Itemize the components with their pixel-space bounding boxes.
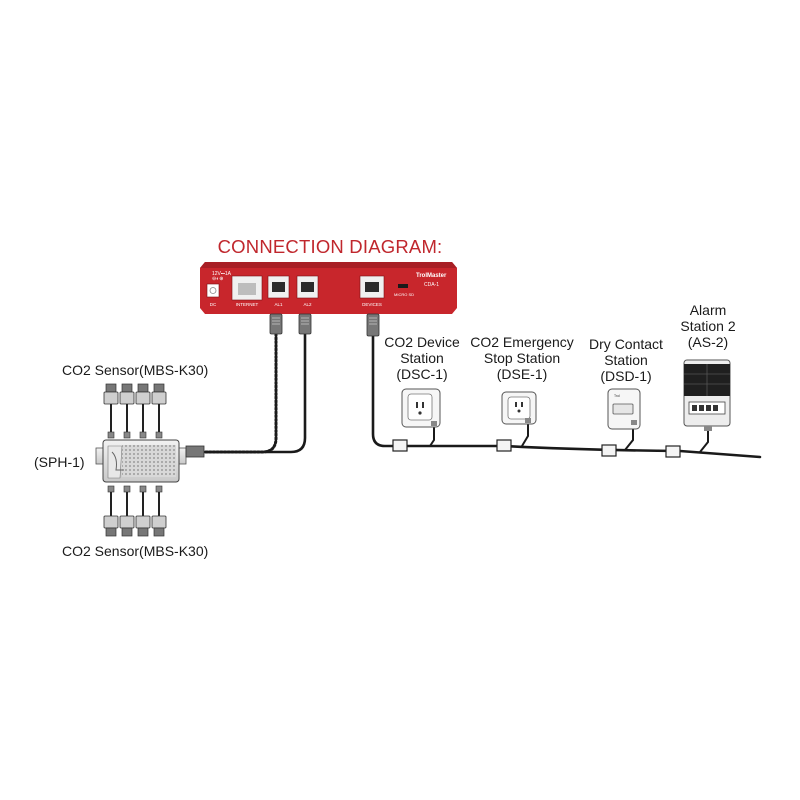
alarm-station-as-2 bbox=[683, 359, 731, 431]
sensor-hub-label: (SPH-1) bbox=[34, 454, 85, 470]
dsd-brand-mark: Trol bbox=[614, 394, 620, 398]
devices-port-label: DEVICES bbox=[362, 302, 382, 307]
rj-socket-icon bbox=[301, 282, 314, 292]
splitter-as2 bbox=[665, 445, 681, 458]
outlet-socket-icon bbox=[515, 402, 517, 407]
station-label-line: Stop Station bbox=[483, 350, 561, 366]
dse-drop-cable bbox=[521, 423, 529, 447]
rj-plug-devices bbox=[366, 313, 380, 337]
as2-drop-cable bbox=[699, 427, 709, 453]
dc-port-label: DC bbox=[210, 302, 217, 307]
co2-sensor-top-label: CO2 Sensor(MBS-K30) bbox=[62, 362, 209, 378]
station-label-line: Alarm bbox=[689, 302, 727, 318]
rj-socket-icon bbox=[365, 282, 379, 292]
splitter-dsc bbox=[392, 439, 408, 452]
station-label-as-2: Alarm Station 2 (AS-2) bbox=[668, 302, 748, 350]
outlet-socket-icon bbox=[416, 402, 418, 408]
co2-sensor-bottom-label: CO2 Sensor(MBS-K30) bbox=[62, 543, 209, 559]
co2-sensor-icon bbox=[103, 485, 119, 537]
diagram-title: CONNECTION DIAGRAM: bbox=[217, 236, 443, 257]
hub-logo-icon bbox=[111, 451, 124, 471]
station-label-line: (DSC-1) bbox=[396, 366, 448, 382]
station-label-dsc-1: CO2 Device Station (DSC-1) bbox=[372, 334, 472, 382]
hub-vent-grille bbox=[122, 445, 176, 477]
dc-jack-icon bbox=[209, 287, 217, 294]
power-rating-label: 12V⎓1A bbox=[212, 271, 232, 277]
station-label-dse-1: CO2 Emergency Stop Station (DSE-1) bbox=[464, 334, 580, 382]
dry-contact-station-dsd-1: Trol bbox=[607, 388, 641, 430]
brand-logo: TrolMaster bbox=[416, 273, 447, 279]
sensor-hub-sph-1 bbox=[95, 439, 205, 483]
rj-socket-icon bbox=[272, 282, 285, 292]
bus-splitters bbox=[392, 439, 681, 458]
station-label-line: (DSE-1) bbox=[496, 366, 548, 382]
co2-emergency-stop-station-dse-1 bbox=[501, 391, 537, 425]
co2-sensor-icon bbox=[103, 383, 119, 439]
station-label-line: Station bbox=[400, 350, 444, 366]
dc-jack bbox=[206, 283, 220, 298]
al1-cable bbox=[203, 332, 278, 454]
station-label-line: Dry Contact bbox=[589, 336, 663, 352]
station-label-line: (AS-2) bbox=[687, 334, 729, 350]
ethernet-socket-icon bbox=[238, 283, 256, 295]
splitter-dsd bbox=[601, 444, 617, 457]
station-label-line: CO2 Device bbox=[384, 334, 460, 350]
station-label-dsd-1: Dry Contact Station (DSD-1) bbox=[578, 336, 674, 384]
co2-device-station-dsc-1 bbox=[401, 388, 441, 428]
dsd-drop-cable bbox=[624, 427, 634, 451]
dsc-drop-cable bbox=[429, 427, 435, 447]
rj-plug-al1 bbox=[269, 313, 283, 335]
station-label-line: CO2 Emergency bbox=[470, 334, 574, 350]
station-label-line: (DSD-1) bbox=[600, 368, 652, 384]
co2-sensors-top bbox=[103, 383, 167, 439]
dsd-button-icon bbox=[612, 403, 634, 415]
co2-sensor-icon bbox=[135, 485, 151, 537]
co2-sensor-icon bbox=[151, 383, 167, 439]
hub-output-plug bbox=[185, 445, 205, 458]
micro-sd-slot bbox=[398, 284, 408, 288]
station-label-line: Station bbox=[604, 352, 648, 368]
internet-port-label: INTERNET bbox=[236, 302, 259, 307]
rj-plug-al2 bbox=[298, 313, 312, 335]
co2-sensor-icon bbox=[119, 485, 135, 537]
al1-port-label: AL1 bbox=[274, 302, 283, 307]
co2-sensors-bottom bbox=[103, 485, 167, 537]
al2-port-label: AL2 bbox=[303, 302, 312, 307]
model-label: CDA-1 bbox=[424, 282, 439, 288]
controller-cda-1: 12V⎓1A ⊖◐⊕ DC INTERNET AL1 AL2 DEVICES bbox=[200, 262, 457, 314]
cables bbox=[203, 332, 762, 459]
co2-sensor-icon bbox=[119, 383, 135, 439]
micro-sd-label: MICRO SD bbox=[394, 292, 414, 297]
co2-sensor-icon bbox=[135, 383, 151, 439]
al2-cable bbox=[203, 332, 307, 454]
devices-bus-cable bbox=[371, 334, 762, 459]
co2-sensor-icon bbox=[151, 485, 167, 537]
splitter-dse bbox=[496, 439, 512, 452]
station-label-line: Station 2 bbox=[680, 318, 736, 334]
polarity-symbol: ⊖◐⊕ bbox=[212, 276, 223, 282]
